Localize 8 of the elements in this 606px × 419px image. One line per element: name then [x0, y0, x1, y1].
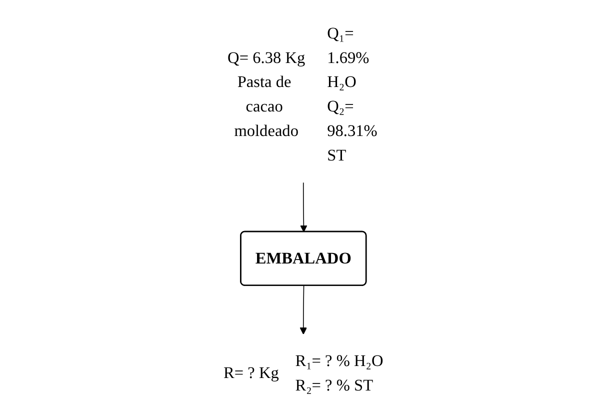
- node-label: Q₂= 98.31% ST: [326, 98, 378, 165]
- arrow: [299, 285, 307, 335]
- node-text: R= ? Kg: [223, 364, 279, 382]
- node-label: Q₁= 1.69% H₂O: [326, 24, 369, 92]
- node-label: R₁= ? % H₂O: [294, 352, 383, 370]
- node-label: R₂= ? % ST: [294, 376, 373, 395]
- node-text: Q= 6.38 Kg Pasta de cacao moldeado: [227, 48, 305, 140]
- arrow: [300, 182, 307, 232]
